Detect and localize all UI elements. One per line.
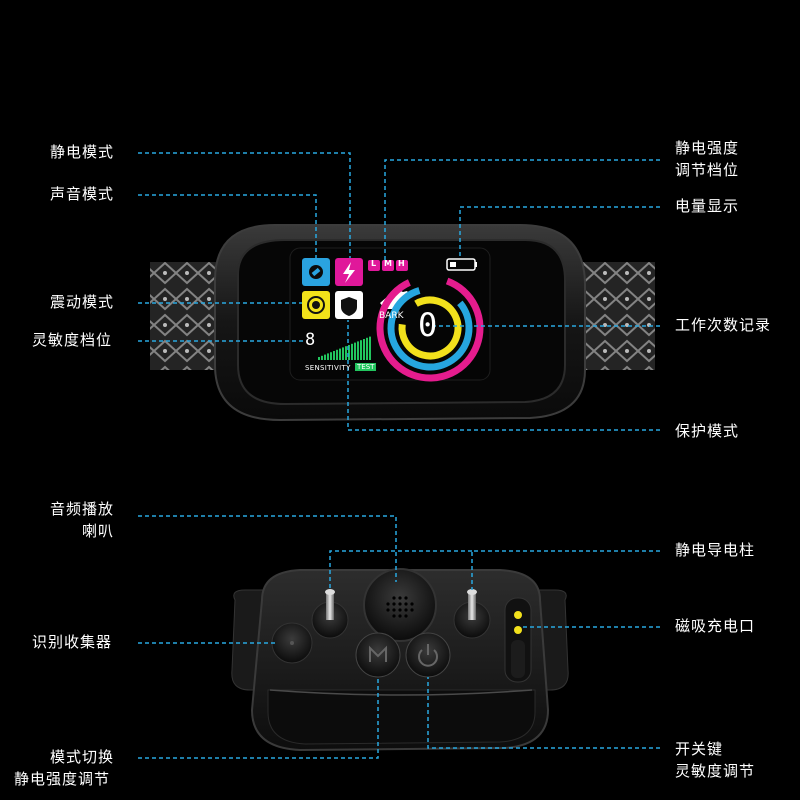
speaker-hole — [386, 608, 390, 612]
sensitivity-bar — [324, 354, 326, 360]
speaker-hole — [410, 608, 414, 612]
level-badge-l: L — [371, 259, 377, 268]
speaker-hole — [392, 614, 396, 618]
magnetic-charging-port — [504, 597, 532, 683]
label-audio-speaker-1: 音频播放 — [50, 500, 115, 518]
label-vibration-mode: 震动模式 — [50, 293, 115, 311]
label-work-count-record: 工作次数记录 — [675, 316, 772, 334]
sensitivity-bar — [327, 353, 329, 360]
work-count-digit: 0 — [418, 306, 438, 344]
battery-icon — [446, 258, 477, 271]
label-mode-switch-1: 模式切换 — [50, 748, 115, 766]
level-badge-m: M — [384, 259, 392, 268]
sensitivity-bar — [342, 347, 344, 360]
sensitivity-bar — [369, 336, 371, 360]
label-power-key-2: 灵敏度调节 — [675, 762, 756, 780]
work-count-rings — [376, 274, 484, 382]
speaker-hole — [398, 614, 402, 618]
audio-speaker — [363, 568, 437, 642]
sensitivity-bar — [357, 341, 359, 360]
speaker-hole — [392, 596, 396, 600]
speaker-hole — [386, 602, 390, 606]
label-static-conductive-post: 静电导电柱 — [675, 541, 756, 559]
speaker-hole — [410, 602, 414, 606]
sensitivity-bar — [345, 346, 347, 360]
label-power-key-1: 开关键 — [675, 740, 724, 758]
level-badge-h: H — [398, 259, 405, 268]
power-button[interactable] — [405, 632, 451, 678]
mode-switch-button[interactable] — [355, 632, 401, 678]
label-static-mode: 静电模式 — [50, 143, 115, 161]
sensitivity-bar — [363, 339, 365, 360]
vibration-icon — [307, 296, 325, 314]
sensitivity-bar — [366, 337, 368, 360]
label-recognition-collector: 识别收集器 — [32, 633, 113, 651]
label-sensitivity-level: 灵敏度档位 — [32, 331, 113, 349]
sensitivity-bar — [348, 345, 350, 360]
sensitivity-bars — [318, 336, 371, 360]
bark-label: BARK — [379, 311, 404, 321]
speaker-hole — [398, 602, 402, 606]
sensitivity-bar — [351, 343, 353, 360]
static-conductive-post-right — [453, 589, 491, 639]
speaker-hole — [392, 608, 396, 612]
shield-icon — [341, 297, 357, 316]
speaker-hole — [404, 614, 408, 618]
label-mode-switch-2: 静电强度调节 — [14, 770, 111, 788]
speaker-hole — [392, 602, 396, 606]
sensitivity-bar — [354, 342, 356, 360]
speaker-hole — [404, 608, 408, 612]
speaker-hole — [404, 602, 408, 606]
label-static-intensity-2: 调节档位 — [675, 161, 740, 179]
lightning-icon — [343, 262, 355, 283]
label-protection-mode: 保护模式 — [675, 422, 740, 440]
test-badge: TEST — [355, 363, 377, 371]
speaker-hole — [404, 596, 408, 600]
label-static-intensity-1: 静电强度 — [675, 139, 740, 157]
sensitivity-bar — [333, 351, 335, 360]
sensitivity-label: SENSITIVITY — [305, 364, 351, 372]
sensitivity-bar — [360, 340, 362, 360]
label-magnetic-charging-port: 磁吸充电口 — [675, 617, 756, 635]
sensitivity-bar — [321, 355, 323, 360]
level-badges — [368, 260, 408, 271]
static-conductive-post-left — [311, 589, 349, 639]
sensitivity-bar — [339, 348, 341, 360]
label-audio-speaker-2: 喇叭 — [82, 522, 115, 540]
speaker-hole — [398, 596, 402, 600]
label-battery-display: 电量显示 — [675, 197, 740, 215]
sensitivity-bar — [330, 352, 332, 360]
sensitivity-bar — [318, 357, 320, 360]
label-sound-mode: 声音模式 — [50, 185, 115, 203]
collar-front-body — [214, 224, 586, 422]
speaker-icon — [309, 265, 323, 279]
sensitivity-bar — [336, 349, 338, 360]
recognition-collector — [271, 622, 313, 664]
sensitivity-digit: 8 — [305, 330, 316, 350]
leader-lines — [138, 152, 660, 759]
speaker-hole — [398, 608, 402, 612]
